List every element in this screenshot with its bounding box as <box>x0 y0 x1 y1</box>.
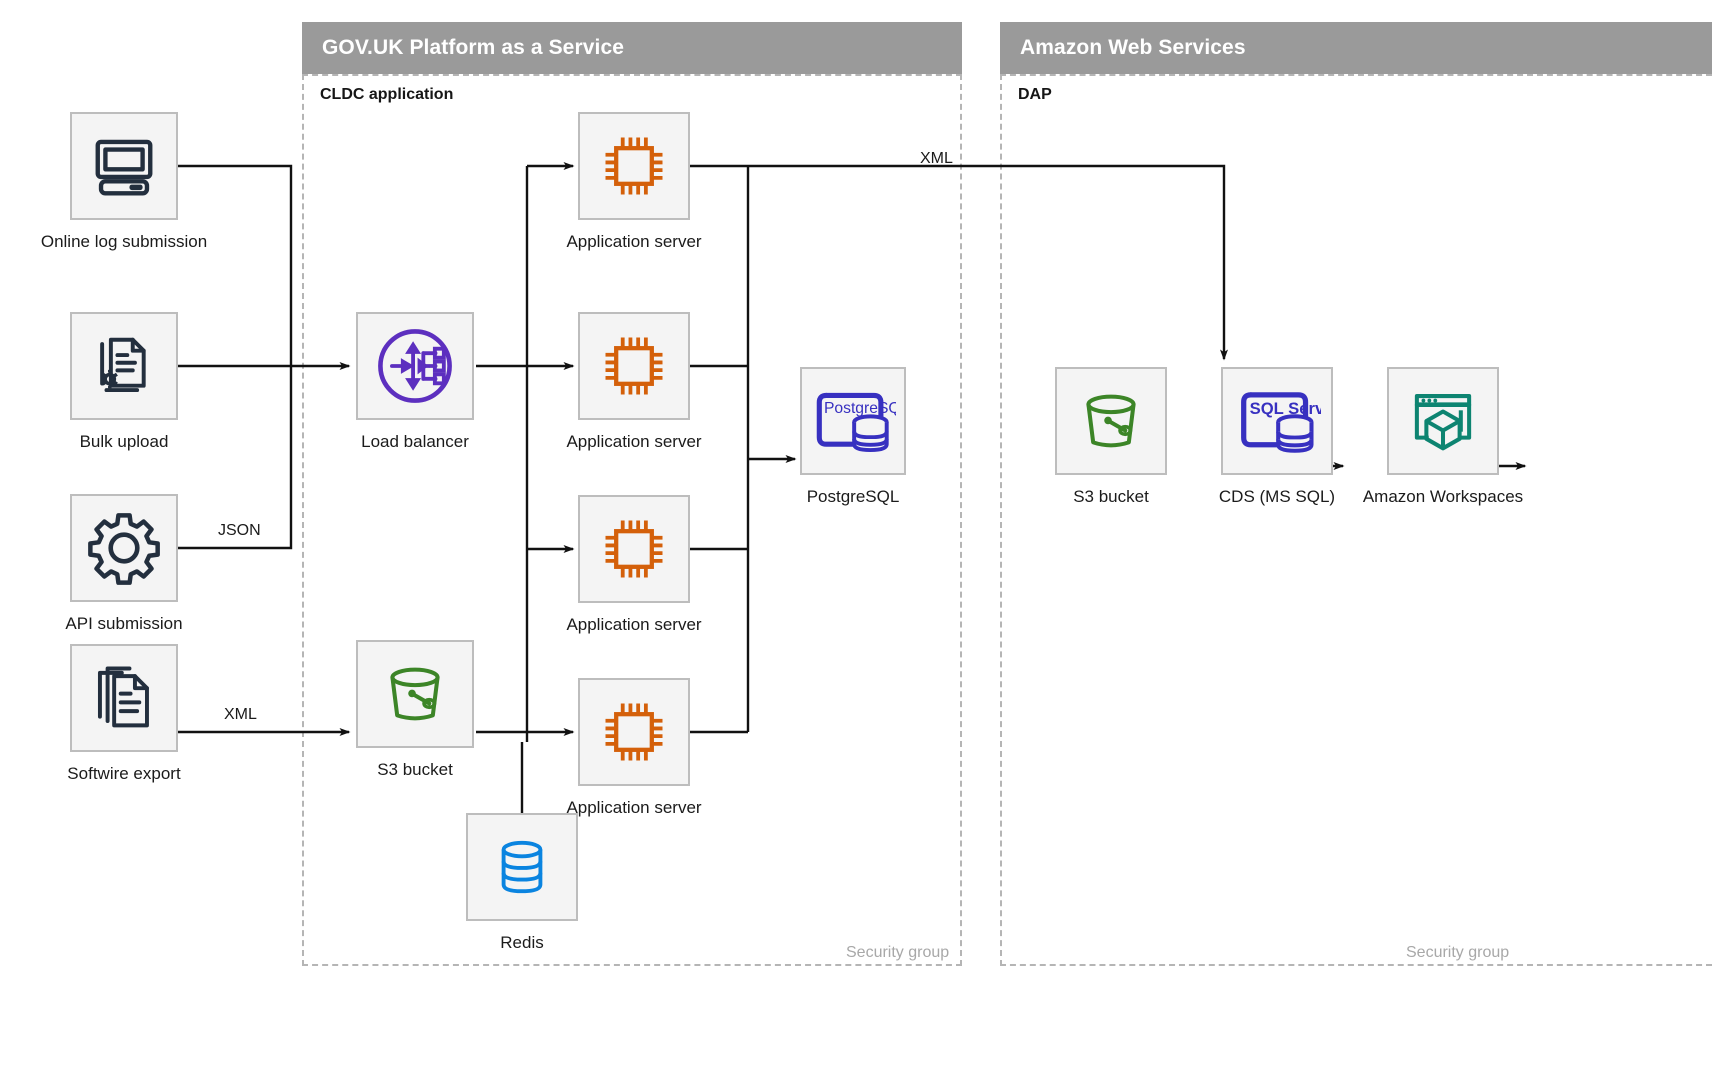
node-label-application-server-3: Application server <box>566 615 702 634</box>
security-group-label-paas: Security group <box>846 944 950 961</box>
node-label-redis: Redis <box>500 933 544 952</box>
cpu-chip-icon <box>605 520 663 578</box>
node-label-application-server-4: Application server <box>566 798 702 817</box>
node-label-cds-ms-sql: CDS (MS SQL) <box>1218 487 1336 506</box>
zone-header-paas: GOV.UK Platform as a Service <box>302 22 962 74</box>
node-label-amazon-workspaces: Amazon Workspaces <box>1362 487 1524 506</box>
node-label-s3-bucket-aws: S3 bucket <box>1073 487 1149 506</box>
desktop-computer-icon <box>95 139 153 196</box>
cpu-chip-icon <box>605 337 663 395</box>
edge-label-json: JSON <box>218 522 261 539</box>
node-label-load-balancer: Load balancer <box>361 432 469 451</box>
node-label-postgresql: PostgreSQL <box>806 487 900 506</box>
node-label-s3-bucket-paas: S3 bucket <box>377 760 453 779</box>
zone-title-paas: GOV.UK Platform as a Service <box>322 36 624 59</box>
node-label-application-server-2: Application server <box>566 432 702 451</box>
zone-sublabel-dap: DAP <box>1018 86 1052 103</box>
node-label-bulk-upload: Bulk upload <box>79 432 169 451</box>
security-group-paas <box>302 74 962 966</box>
document-gear-icon <box>100 337 146 393</box>
security-group-label-aws: Security group <box>1406 944 1510 961</box>
zone-header-aws: Amazon Web Services <box>1000 22 1712 74</box>
postgresql-icon: PostgreSQL <box>816 392 896 453</box>
security-group-aws <box>1000 74 1712 966</box>
node-label-application-server-1: Application server <box>566 232 702 251</box>
gear-icon <box>88 513 160 585</box>
zone-sublabel-cldc: CLDC application <box>320 86 454 103</box>
sql-server-icon: SQL Server <box>1241 392 1321 453</box>
node-label-online-log-submission: Online log submission <box>40 232 208 251</box>
postgresql-badge-text: PostgreSQL <box>824 400 896 417</box>
redis-database-icon <box>501 840 543 894</box>
sql-server-badge-text: SQL Server <box>1250 399 1321 418</box>
stacked-documents-icon <box>97 666 149 728</box>
amazon-workspaces-icon <box>1414 394 1472 451</box>
load-balancer-icon <box>378 329 452 403</box>
s3-bucket-icon <box>390 667 440 721</box>
node-label-api-submission: API submission <box>65 614 183 633</box>
zone-title-aws: Amazon Web Services <box>1020 36 1246 59</box>
node-label-softwire-export: Softwire export <box>67 764 181 783</box>
s3-bucket-icon <box>1086 394 1136 448</box>
cpu-chip-icon <box>605 137 663 195</box>
cpu-chip-icon <box>605 703 663 761</box>
edge-label-softwire-xml: XML <box>224 706 257 723</box>
edge-label-appserver-xml: XML <box>920 150 953 167</box>
